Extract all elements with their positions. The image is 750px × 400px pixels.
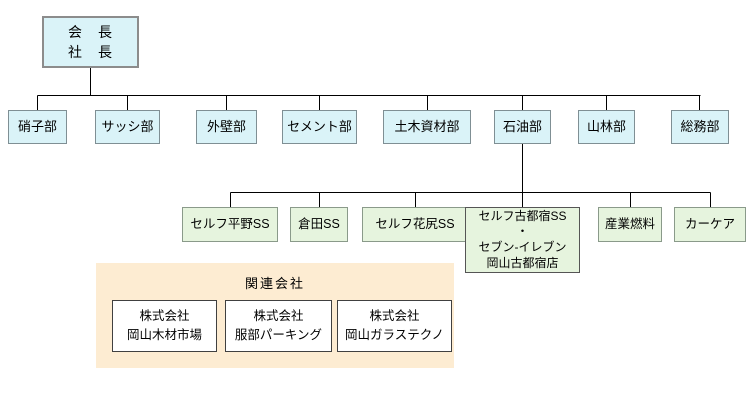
org-node-okayama-lumber-market: 株式会社 岡山木材市場 — [112, 300, 217, 352]
org-node-dept-sash: サッシ部 — [95, 110, 160, 144]
org-node-dept-general-affairs: 総務部 — [671, 110, 729, 144]
org-node-self-hirano-ss: セルフ平野SS — [182, 207, 278, 242]
org-node-kurata-ss: 倉田SS — [290, 207, 348, 242]
org-node-okayama-glass-techno: 株式会社 岡山ガラステクノ — [337, 300, 452, 352]
org-node-industrial-fuel: 産業燃料 — [598, 207, 662, 242]
related-companies-title: 関連会社 — [244, 276, 305, 291]
org-node-hattori-parking: 株式会社 服部パーキング — [225, 300, 332, 352]
related-companies-panel: 関連会社 株式会社 岡山木材市場 株式会社 服部パーキング 株式会社 岡山ガラス… — [96, 263, 454, 368]
org-node-dept-civil-materials: 土木資材部 — [383, 110, 471, 144]
org-node-dept-oil: 石油部 — [494, 110, 551, 144]
org-node-self-kozushuku-ss-seven-eleven: セルフ古都宿SS ・ セブン-イレブン 岡山古都宿店 — [465, 207, 580, 273]
org-node-dept-forestry: 山林部 — [578, 110, 635, 144]
org-node-dept-cement: セメント部 — [282, 110, 357, 144]
org-node-chairman-president: 会 長 社 長 — [42, 16, 139, 68]
org-node-dept-glass: 硝子部 — [8, 110, 67, 144]
org-node-car-care: カーケア — [674, 207, 746, 242]
org-node-self-hanajiri-ss: セルフ花尻SS — [362, 207, 468, 242]
org-node-dept-exterior-wall: 外壁部 — [196, 110, 257, 144]
